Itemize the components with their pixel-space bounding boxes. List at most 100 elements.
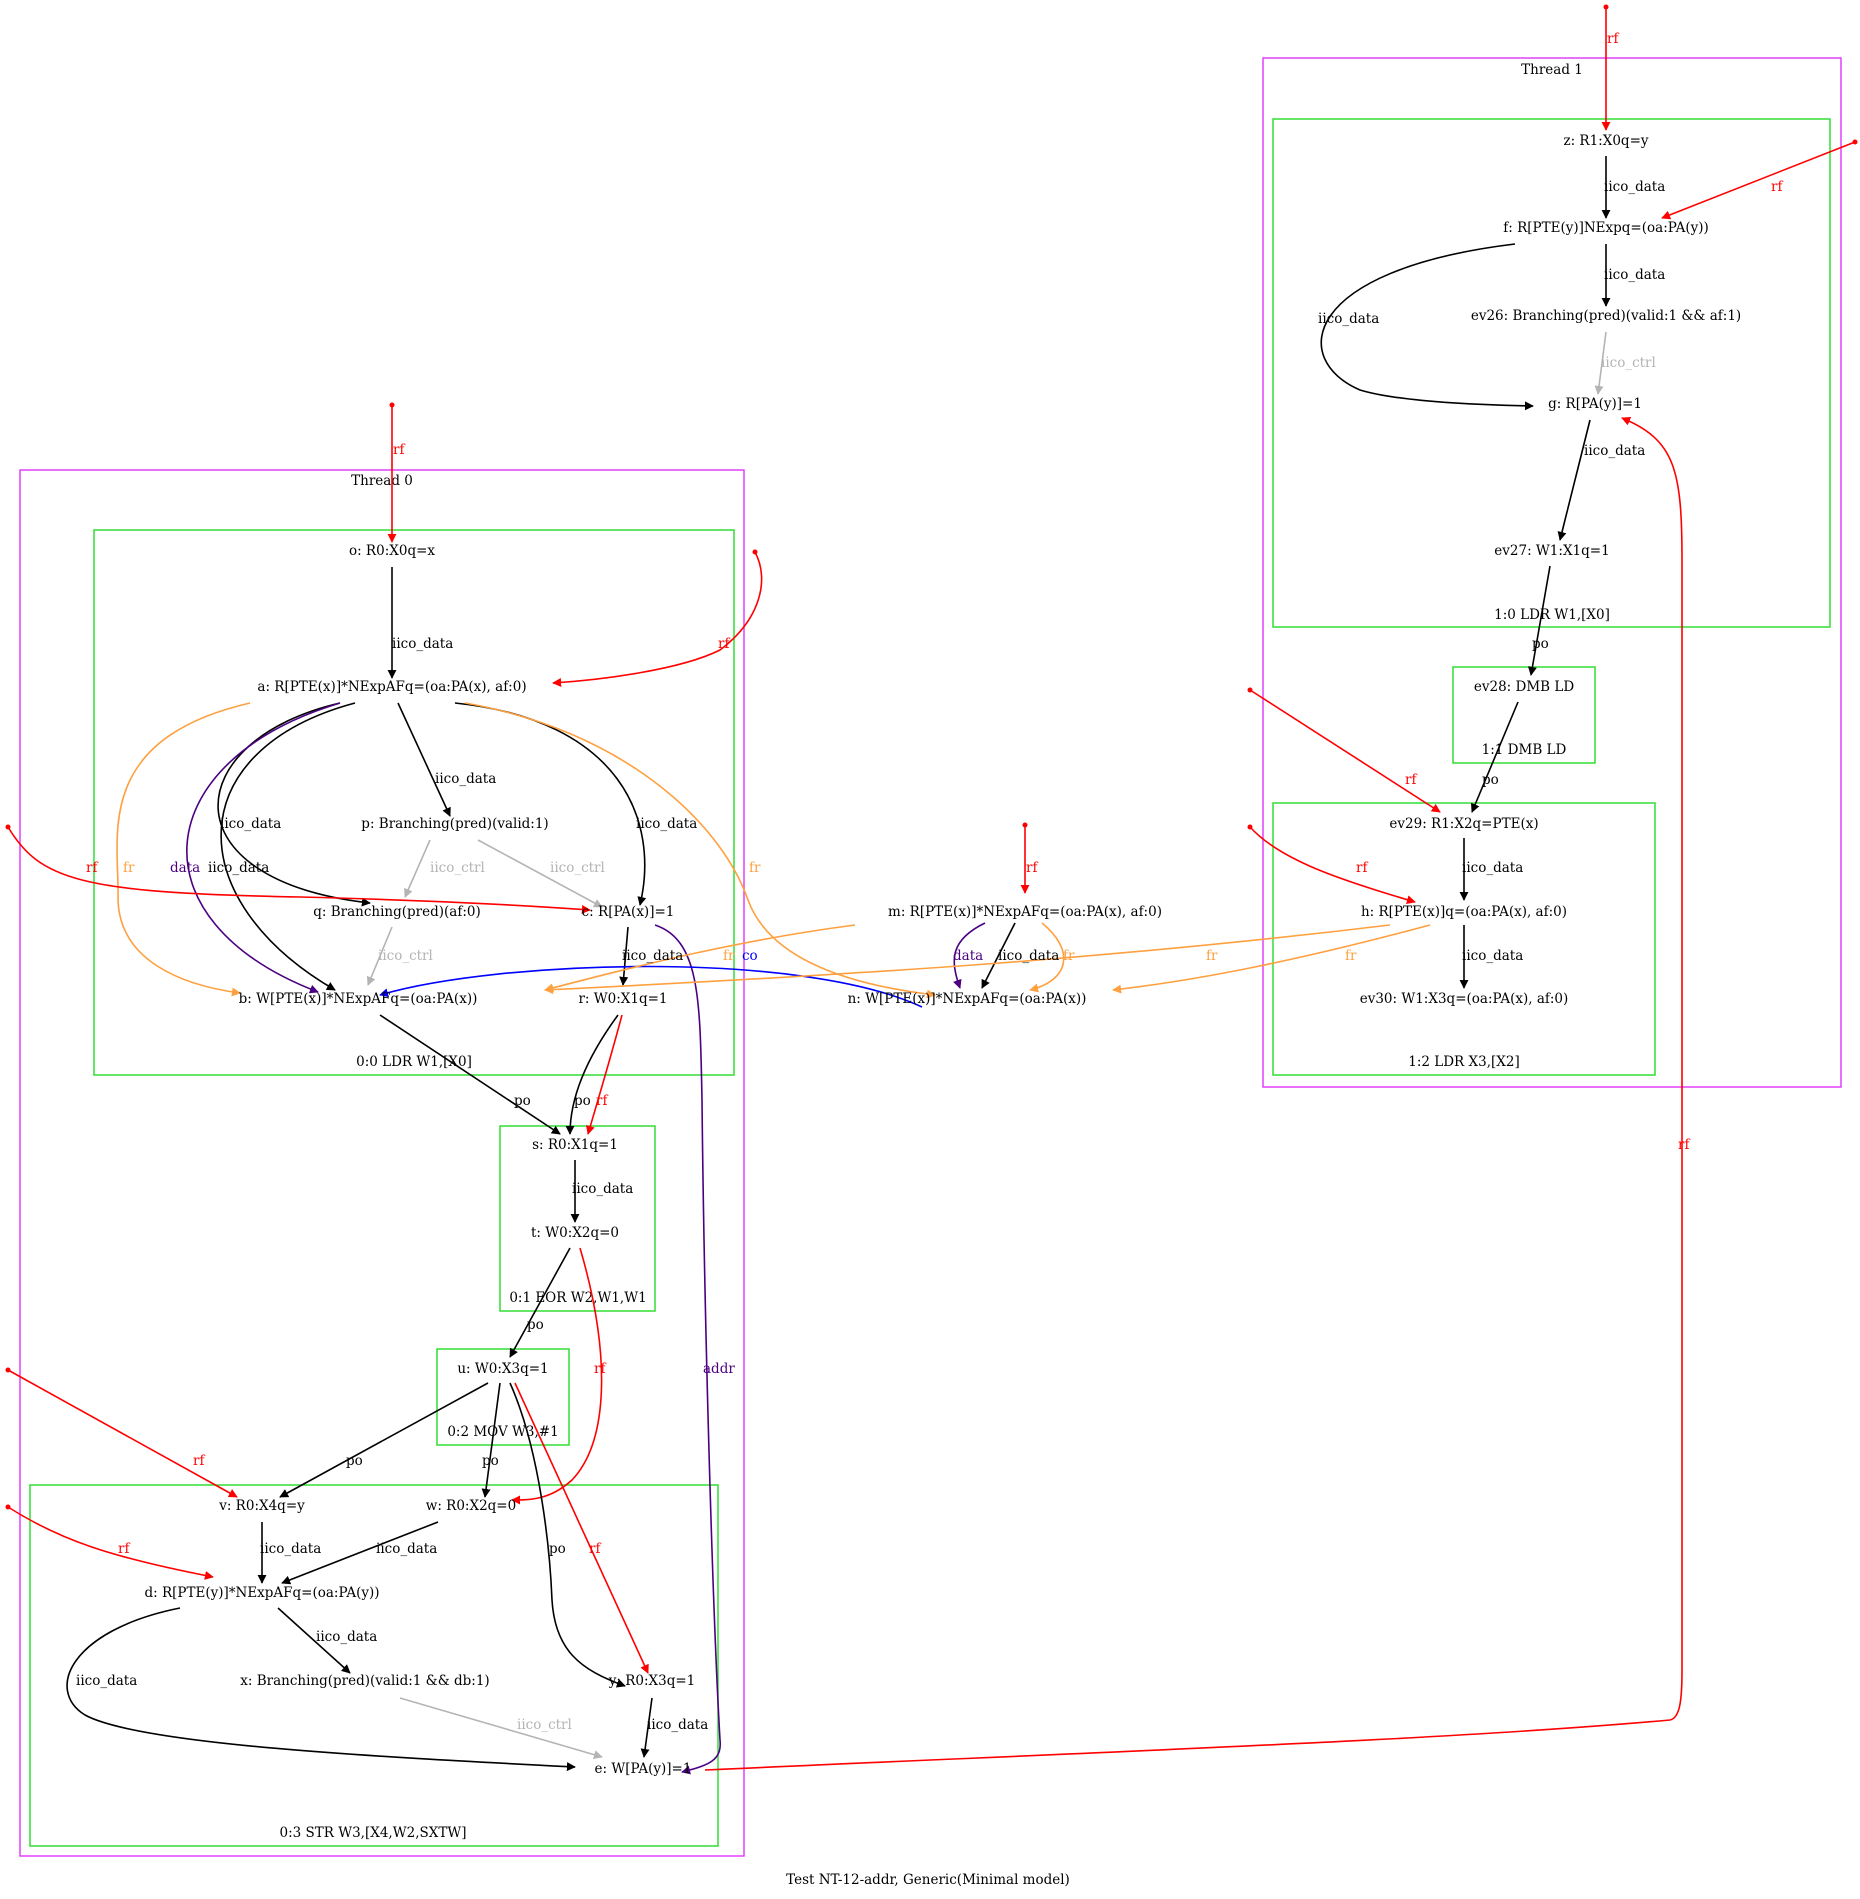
label-o-a-iico: iico_data xyxy=(392,636,453,652)
edge-w-d-iico-data xyxy=(281,1521,439,1585)
thread-0-label: Thread 0 xyxy=(351,473,413,489)
external-sources xyxy=(5,4,1858,1510)
label-h-n-fr: fr xyxy=(1345,948,1357,964)
label-u-w-po: po xyxy=(482,1453,499,1469)
label-t-u-po: po xyxy=(527,1317,544,1333)
label-ext-z-rf: rf xyxy=(1607,31,1619,47)
label-a-b-fr: fr xyxy=(123,860,135,876)
node-r: r: W0:X1q=1 xyxy=(578,991,667,1007)
label-ext-m-rf: rf xyxy=(1026,860,1038,876)
label-w-d-iico: iico_data xyxy=(376,1541,437,1557)
nodes: o: R0:X0q=x a: R[PTE(x)]*NExpAFq=(oa:PA(… xyxy=(144,133,1741,1777)
edge-n-b-co xyxy=(379,965,923,1008)
ext-dot-d xyxy=(5,1504,11,1510)
edge-u-y-rf xyxy=(514,1382,649,1674)
label-t-w-rf: rf xyxy=(594,1361,606,1377)
label-q-b-ctrl: iico_ctrl xyxy=(378,948,433,964)
edge-q-b-iico-ctrl xyxy=(366,926,393,986)
label-y-e-iico: iico_data xyxy=(647,1717,708,1733)
instr-0-1-label: 0:1 EOR W2,W1,W1 xyxy=(509,1290,646,1306)
label-ev27-ev28-po: po xyxy=(1532,636,1549,652)
instr-1-0-cluster xyxy=(1272,118,1831,628)
ext-dot-z xyxy=(1603,4,1609,10)
edge-r-s-rf xyxy=(585,1014,623,1135)
node-x: x: Branching(pred)(valid:1 && db:1) xyxy=(240,1673,489,1689)
ext-dot-c xyxy=(5,824,11,830)
label-r-s-po: po xyxy=(574,1093,591,1109)
instr-0-2-cluster xyxy=(436,1348,570,1446)
label-ext-a-rf: rf xyxy=(718,636,730,652)
edge-x-e-iico-ctrl xyxy=(399,1697,603,1760)
label-a-b-data: data xyxy=(170,860,200,876)
thread-1-cluster xyxy=(1262,57,1842,1088)
instr-0-1-cluster xyxy=(499,1125,656,1312)
instr-0-0-label: 0:0 LDR W1,[X0] xyxy=(356,1054,472,1070)
node-o: o: R0:X0q=x xyxy=(349,543,435,559)
node-g: g: R[PA(y)]=1 xyxy=(1548,396,1642,412)
edge-labels: rf iico_data rf iico_data iico_data iico… xyxy=(76,31,1783,1733)
edge-a-b-fr xyxy=(116,702,251,997)
edge-d-e-iico-data xyxy=(66,1607,576,1772)
edge-a-n-fr xyxy=(464,702,936,999)
node-t: t: W0:X2q=0 xyxy=(531,1225,619,1241)
ext-dot-a xyxy=(752,549,758,555)
label-b-s-po: po xyxy=(514,1093,531,1109)
label-ext-v-rf: rf xyxy=(193,1453,205,1469)
label-a-n-fr: fr xyxy=(749,860,761,876)
edges xyxy=(7,7,1856,1775)
edge-h-b-fr xyxy=(544,924,1391,995)
edge-p-c-iico-ctrl xyxy=(477,839,603,908)
edge-a-b-iico-data xyxy=(220,702,356,991)
node-ev27: ev27: W1:X1q=1 xyxy=(1494,543,1609,559)
label-a-p-iico: iico_data xyxy=(435,771,496,787)
node-n: n: W[PTE(x)]*NExpAFq=(oa:PA(x)) xyxy=(848,991,1087,1007)
label-m-n-iico: iico_data xyxy=(998,948,1059,964)
ext-dot-v xyxy=(5,1367,11,1373)
label-ext-o-rf: rf xyxy=(393,442,405,458)
label-m-n-fr: fr xyxy=(1063,948,1075,964)
node-v: v: R0:X4q=y xyxy=(218,1498,305,1514)
clusters: Thread 0 0:0 LDR W1,[X0] 0:1 EOR W2,W1,W… xyxy=(19,57,1842,1857)
edge-g-ev27-iico-data xyxy=(1557,419,1591,541)
label-z-f-iico: iico_data xyxy=(1604,179,1665,195)
node-d: d: R[PTE(y)]*NExpAFq=(oa:PA(y)) xyxy=(144,1585,379,1601)
label-x-e-ctrl: iico_ctrl xyxy=(517,1717,572,1733)
ext-dot-o xyxy=(389,402,395,408)
edge-y-e-iico-data xyxy=(640,1697,653,1758)
edge-f-g-iico-data xyxy=(1320,243,1534,411)
edge-h-n-fr xyxy=(1112,924,1431,994)
label-c-r-iico: iico_data xyxy=(622,948,683,964)
node-w: w: R0:X2q=0 xyxy=(426,1498,516,1514)
label-h-b-fr: fr xyxy=(1206,948,1218,964)
edge-m-b-fr xyxy=(544,924,856,993)
label-ext-f-rf: rf xyxy=(1771,179,1783,195)
node-p: p: Branching(pred)(valid:1) xyxy=(361,816,548,832)
node-e: e: W[PA(y)]=1 xyxy=(595,1761,692,1777)
ext-dot-h xyxy=(1247,824,1253,830)
label-u-v-po: po xyxy=(346,1453,363,1469)
node-f: f: R[PTE(y)]NExpq=(oa:PA(y)) xyxy=(1503,220,1709,236)
ext-dot-f xyxy=(1852,139,1858,145)
label-c-e-addr: addr xyxy=(703,1361,735,1377)
edge-ext-ev29-rf xyxy=(1249,689,1441,813)
node-c: c: R[PA(x)]=1 xyxy=(582,904,675,920)
node-ev29: ev29: R1:X2q=PTE(x) xyxy=(1389,816,1538,832)
thread-1-label: Thread 1 xyxy=(1521,62,1583,78)
ext-dot-m xyxy=(1022,822,1028,828)
node-u: u: W0:X3q=1 xyxy=(457,1361,548,1377)
ext-dot-ev29 xyxy=(1247,687,1253,693)
label-a-c-iico: iico_data xyxy=(636,816,697,832)
edge-e-g-rf xyxy=(704,416,1683,1771)
edge-ext-a-rf xyxy=(552,551,763,687)
thread-0-cluster xyxy=(19,469,745,1857)
edge-u-v-po xyxy=(279,1382,489,1498)
label-m-n-data: data xyxy=(953,948,983,964)
edge-u-w-po xyxy=(481,1382,501,1498)
label-ev26-g-ctrl: iico_ctrl xyxy=(1601,355,1656,371)
edge-ev26-g-iico-ctrl xyxy=(1594,331,1607,395)
instr-0-3-label: 0:3 STR W3,[X4,W2,SXTW] xyxy=(279,1825,466,1841)
edge-ev28-ev29-po xyxy=(1470,701,1519,813)
label-d-e-iico: iico_data xyxy=(76,1673,137,1689)
node-z: z: R1:X0q=y xyxy=(1563,133,1648,149)
instr-1-2-label: 1:2 LDR X3,[X2] xyxy=(1408,1054,1520,1070)
